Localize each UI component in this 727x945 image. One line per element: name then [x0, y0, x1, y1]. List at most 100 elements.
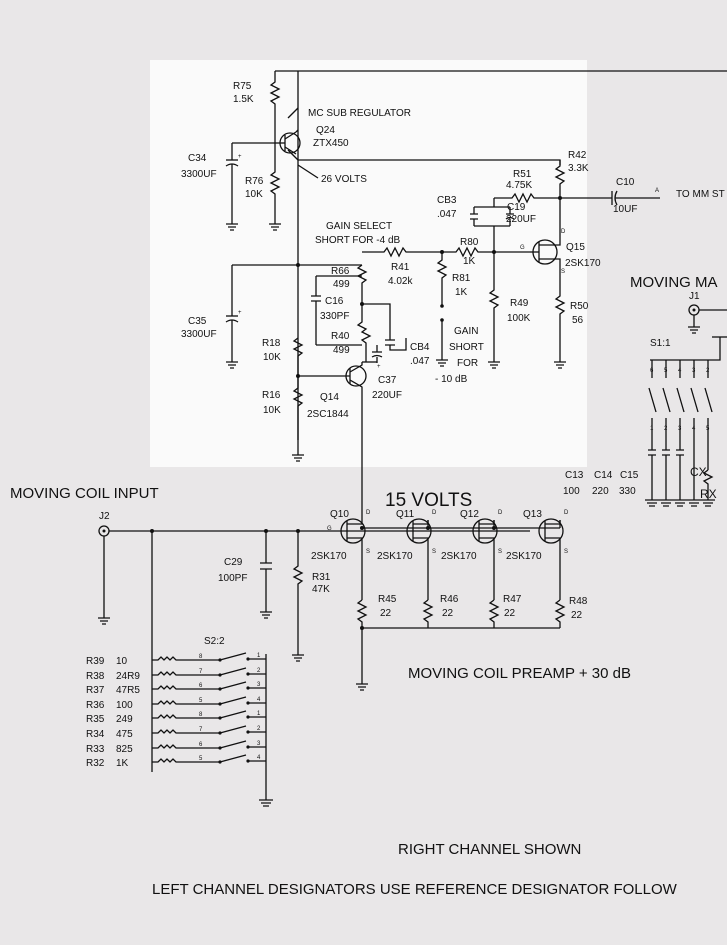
c19-ref: C19	[507, 202, 526, 213]
r49-value: 100K	[507, 313, 531, 324]
r31-resistor	[292, 531, 304, 662]
gain-short-label-2: SHORT	[449, 342, 484, 353]
load-resistor-value: 475	[116, 729, 133, 740]
load-resistor-value: 825	[116, 744, 133, 755]
c14-value: 220	[592, 486, 609, 497]
r18-value: 10K	[263, 352, 281, 363]
c35-plus: +	[238, 310, 242, 316]
switch-pin-label: 3	[257, 682, 261, 688]
mc-sub-regulator-label: MC SUB REGULATOR	[308, 108, 411, 119]
r75-value: 1.5K	[233, 94, 254, 105]
cb3-c19-capacitors	[470, 198, 515, 252]
gain-select-label-2: SHORT FOR -4 dB	[315, 235, 401, 246]
cx-ref: CX	[690, 465, 707, 479]
gain-short-label-3: FOR	[457, 358, 478, 369]
c19-value: 220UF	[506, 214, 536, 225]
r50-value: 56	[572, 315, 584, 326]
load-resistor-ref: R37	[86, 685, 105, 696]
q15-jfet	[530, 236, 561, 290]
j2-connector	[98, 525, 340, 625]
output-wiring	[494, 190, 660, 236]
load-resistor-value: 47R5	[116, 685, 140, 696]
c34-value: 3300UF	[181, 169, 217, 180]
r66-ref: R66	[331, 266, 350, 277]
switch-pin-label: 2	[257, 668, 261, 674]
q12-jfet	[472, 518, 498, 600]
r50-ref: R50	[570, 301, 589, 312]
cb3-value: .047	[437, 209, 457, 220]
r66-c16-r40-network	[311, 264, 407, 363]
preamp-gain-label: MOVING COIL PREAMP + 30 dB	[408, 665, 631, 682]
upper-schematic-panel	[150, 60, 587, 467]
c35-value: 3300UF	[181, 329, 217, 340]
r49-ref: R49	[510, 298, 529, 309]
r76-resistor	[269, 143, 281, 231]
r76-value: 10K	[245, 189, 263, 200]
switch-pin-label: 5	[199, 756, 203, 762]
c35-ref: C35	[188, 316, 207, 327]
q13-jfet	[538, 518, 564, 600]
j1-ref: J1	[689, 291, 700, 302]
c10-ref: C10	[616, 177, 635, 188]
load-resistor-value: 1K	[116, 758, 129, 769]
q24-value: ZTX450	[313, 138, 349, 149]
26-volts-label: 26 VOLTS	[321, 174, 367, 185]
q15-s-label: S	[561, 269, 565, 275]
switch-pin-label: 8	[199, 712, 203, 718]
r49-resistor	[488, 252, 500, 369]
r18-ref: R18	[262, 338, 281, 349]
gain-short-label-1: GAIN	[454, 326, 478, 337]
svg-text:5: 5	[664, 368, 668, 374]
r75-ref: R75	[233, 81, 252, 92]
gain-short-label-4: - 10 dB	[435, 374, 468, 385]
load-resistor-ref: R32	[86, 758, 105, 769]
svg-text:4: 4	[678, 368, 682, 374]
q15-ref: Q15	[566, 242, 585, 253]
c29-ref: C29	[224, 557, 243, 568]
c13-value: 100	[563, 486, 580, 497]
load-resistor-ref: R33	[86, 744, 105, 755]
r42-value: 3.3K	[568, 163, 589, 174]
15-volts-label: 15 VOLTS	[385, 490, 472, 511]
switch-pin-label: 4	[257, 755, 261, 761]
load-resistor-value: 10	[116, 656, 128, 667]
q10-ref: Q10	[330, 509, 349, 520]
q10-g-label: G	[327, 526, 332, 532]
r66-value: 499	[333, 279, 350, 290]
r46-ref: R46	[440, 594, 459, 605]
q11-jfet	[406, 518, 432, 600]
q14-transistor	[298, 362, 367, 505]
c34-capacitor	[225, 142, 275, 231]
q15-d-label: D	[561, 229, 566, 235]
svg-text:3: 3	[692, 368, 696, 374]
s2-ref: S2:2	[204, 636, 225, 647]
r16-ref: R16	[262, 390, 281, 401]
r42-resistor	[554, 160, 566, 198]
q15-g-label: G	[520, 245, 525, 251]
svg-text:6: 6	[650, 368, 654, 374]
moving-coil-input-label: MOVING COIL INPUT	[10, 485, 159, 502]
load-resistor-ref: R39	[86, 656, 105, 667]
q10-d-label: D	[366, 510, 371, 516]
c16-value: 330PF	[320, 311, 349, 322]
26v-pointer	[297, 164, 319, 179]
r48-ref: R48	[569, 596, 588, 607]
left-channel-note: LEFT CHANNEL DESIGNATORS USE REFERENCE D…	[152, 881, 678, 898]
q13-s-label: S	[564, 549, 568, 555]
s1-switch	[645, 336, 727, 507]
r18-r16-divider	[292, 337, 304, 462]
c29-capacitor	[260, 531, 272, 619]
switch-pin-label: 7	[199, 727, 203, 733]
r31-ref: R31	[312, 572, 331, 583]
r41-ref: R41	[391, 262, 410, 273]
s1-ref: S1:1	[650, 338, 671, 349]
q24-ref: Q24	[316, 125, 335, 136]
switch-pin-label: 1	[257, 653, 261, 659]
q10-jfet	[340, 518, 366, 600]
q13-ref: Q13	[523, 509, 542, 520]
